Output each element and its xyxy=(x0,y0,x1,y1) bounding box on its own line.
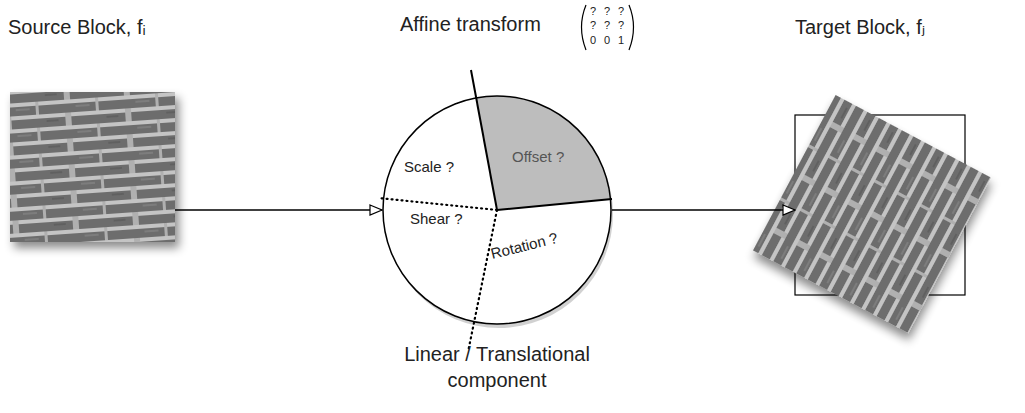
matrix-cell: ? xyxy=(590,19,596,32)
matrix-bracket xyxy=(582,5,587,50)
matrix-bracket xyxy=(629,5,634,50)
block-heading: Source Block, fᵢ xyxy=(8,14,146,40)
sector-label: Shear ? xyxy=(410,209,463,229)
circle-caption: Linear / Translational component xyxy=(337,341,657,393)
sector-divider xyxy=(471,70,497,210)
source-block: Source Block, fᵢ xyxy=(10,92,175,242)
sector-divider-dotted xyxy=(468,210,497,352)
matrix-cell: ? xyxy=(590,5,596,18)
matrix-cell: ? xyxy=(618,5,624,18)
connector-arrow xyxy=(612,209,795,210)
sector-divider xyxy=(497,199,612,210)
block-heading: Target Block, fⱼ xyxy=(795,14,925,40)
matrix-cell: 0 xyxy=(604,34,610,47)
matrix-cell: ? xyxy=(604,5,610,18)
sector-label: Offset ? xyxy=(512,147,564,167)
target-brick-image xyxy=(753,95,991,333)
offset-sector-fill xyxy=(476,96,610,210)
sector-label: Scale ? xyxy=(404,157,454,177)
matrix-cell: 1 xyxy=(618,34,624,47)
matrix-cell: ? xyxy=(618,19,624,32)
transform-title: Affine transform xyxy=(400,12,541,36)
target-block: Target Block, fⱼ xyxy=(795,115,965,295)
matrix-cell: 0 xyxy=(590,34,596,47)
sector-divider-dotted xyxy=(378,198,497,210)
connector-arrow xyxy=(175,209,382,210)
transform-circle: Linear / Translational componentScale ?O… xyxy=(382,95,612,325)
matrix-cell: ? xyxy=(604,19,610,32)
source-brick-image xyxy=(10,92,175,242)
